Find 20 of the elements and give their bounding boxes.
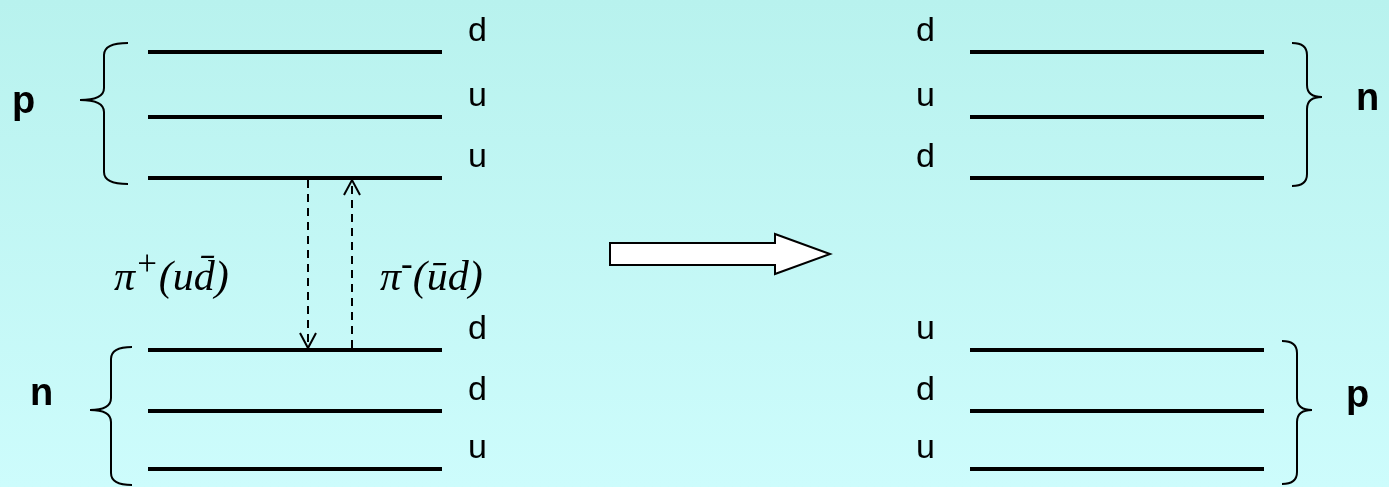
quark-label: u [916, 75, 935, 113]
quark-label: d [916, 369, 935, 407]
particle-label: p [12, 80, 36, 120]
particle-label: p [1346, 374, 1370, 414]
quark-label: d [916, 10, 935, 48]
dashed-arrow [343, 179, 361, 349]
quark-label: u [468, 136, 487, 174]
quark-label: u [468, 427, 487, 465]
quark-label: d [468, 10, 487, 48]
quark-label: u [916, 427, 935, 465]
particle-label: n [30, 372, 54, 412]
edge-label: π$^{-}$(ūd) [379, 243, 484, 300]
edge-label: π$^{+}$(ud̄) [113, 243, 230, 300]
quark-label: d [468, 308, 487, 346]
quark-label: u [916, 308, 935, 346]
dashed-arrow [299, 179, 317, 349]
quark-label: d [468, 369, 487, 407]
quark-label: d [916, 136, 935, 174]
quark-label: u [468, 75, 487, 113]
particle-label: n [1356, 77, 1380, 117]
